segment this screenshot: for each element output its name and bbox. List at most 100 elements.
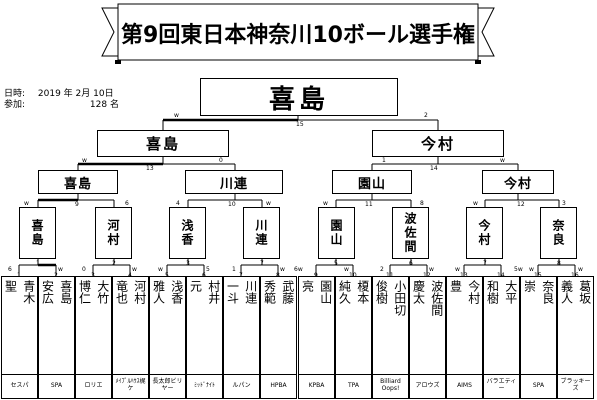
player-family: 大平 [503,280,518,304]
player-card-14: 和樹大平バラエティー [483,276,520,399]
player-family: 青木 [21,280,36,304]
q4-a: w [473,200,478,207]
player-club: 長太郎ビリヤー [150,374,185,397]
player-family: 葛坂 [577,280,592,304]
semi2-mark-b: w [500,157,505,164]
semi2-mark-a: 1 [382,157,386,164]
player-family: 小田切 [392,280,407,316]
participants-value: 128 名 [89,100,119,110]
r16-box-2: 河村 [95,207,132,259]
player-given: 純久 [337,280,352,304]
r16-name-2: 河村 [106,219,120,247]
player-family: 喜島 [58,280,73,304]
player-given: 聖 [3,280,18,292]
player-given: 義人 [559,280,574,304]
quarter-box-1: 喜島 [38,170,118,194]
q2-b: 10 [228,201,236,208]
final-left-score: 15 [296,121,304,128]
r16-box-7: 今村 [466,207,503,259]
semi1-score: 13 [146,165,154,172]
r16-7-a: w [455,266,460,273]
quarter-name-1: 喜島 [63,176,92,192]
r16-2-b: 2 [112,260,116,267]
r16-1-c: w [58,266,63,273]
player-no-4: 4 [128,272,132,279]
q3-b: 11 [365,201,373,208]
final-right-name: 今村 [420,135,455,153]
player-given: 和樹 [485,280,500,304]
final-left-name: 喜島 [145,135,180,153]
r16-name-7: 今村 [477,219,491,247]
r16-5-b: 5 [334,260,338,267]
player-given: 一斗 [225,280,240,304]
player-no-10: 10 [349,272,357,279]
player-club: HPBA [261,374,296,397]
player-family: 河村 [132,280,147,304]
q2-a: 4 [176,200,180,207]
player-club: ルパン [224,374,259,397]
r16-box-1: 喜島 [19,207,56,259]
player-family: 榎本 [355,280,370,304]
semi1-mark-a: w [82,157,87,164]
q1-b: 9 [75,201,79,208]
player-no-14: 14 [497,272,505,279]
player-given: 安広 [40,280,55,304]
player-club: SPA [39,374,74,397]
final-left-box: 喜島 [97,130,229,157]
player-club: ブラッキーズ [558,374,593,397]
player-club: アロウズ [410,374,445,397]
player-club: バラエティー [484,374,519,397]
player-club: ロリエ [76,374,111,397]
player-no-6: 6 [202,272,206,279]
player-club: TPA [336,374,371,397]
date-row: 日時: 2019 年 2月 10日 [4,86,114,99]
title-banner-shape [101,3,495,64]
page-title: 第9回東日本神奈川10ボール選手権 [121,23,475,48]
player-no-11: 11 [386,272,394,279]
player-family: 村井 [206,280,221,304]
r16-name-1: 喜島 [30,219,44,247]
player-card-10: 純久榎本 TPA [335,276,372,399]
r16-7-b: 7 [483,260,487,267]
r16-8-a: w [529,266,534,273]
player-family: 奈良 [540,280,555,304]
date-value: 2019 年 2月 10日 [37,89,114,99]
r16-1-b: 1 [36,260,40,267]
player-club: ﾐｯﾄﾞﾅｲﾄ [187,374,222,397]
player-card-6: 元村井 ﾐｯﾄﾞﾅｲﾄ [186,276,223,399]
r16-6-a: 2 [380,266,384,273]
player-given: 雅人 [151,280,166,304]
r16-name-3: 浅香 [180,219,194,247]
player-given: 竜也 [114,280,129,304]
r16-4-a: 1 [232,266,236,273]
r16-box-4: 川連 [243,207,280,259]
r16-name-6: 波佐間 [403,212,417,254]
player-family: 大竹 [95,280,110,304]
player-no-12: 12 [423,272,431,279]
player-family: 今村 [466,280,481,304]
participants-label: 参加: [4,100,26,110]
player-given: 元 [188,280,203,292]
r16-4-b: 7 [260,260,264,267]
q4-b: 12 [517,201,525,208]
q3-c: 8 [420,200,424,207]
player-no-5: 5 [165,272,169,279]
player-given: 豊 [448,280,463,292]
player-card-16: 義人葛坂ブラッキーズ [557,276,594,399]
r16-8-c: w [578,266,583,273]
player-family: 武藤 [280,280,295,304]
player-card-12: 慶太波佐間アロウズ [409,276,446,399]
player-no-9: 9 [314,272,318,279]
player-card-5: 雅人浅香長太郎ビリヤー [149,276,186,399]
r16-2-c: w [132,266,137,273]
r16-name-4: 川連 [254,219,268,247]
r16-box-3: 浅香 [169,207,206,259]
r16-1-a: 6 [8,266,12,273]
final-right-score: 2 [424,112,428,119]
player-club: セスパ [2,374,37,397]
player-no-15: 15 [534,272,542,279]
participants-row: 参加: 128 名 [4,97,119,110]
player-club: KPBA [299,374,334,397]
quarter-name-2: 川連 [219,176,248,192]
